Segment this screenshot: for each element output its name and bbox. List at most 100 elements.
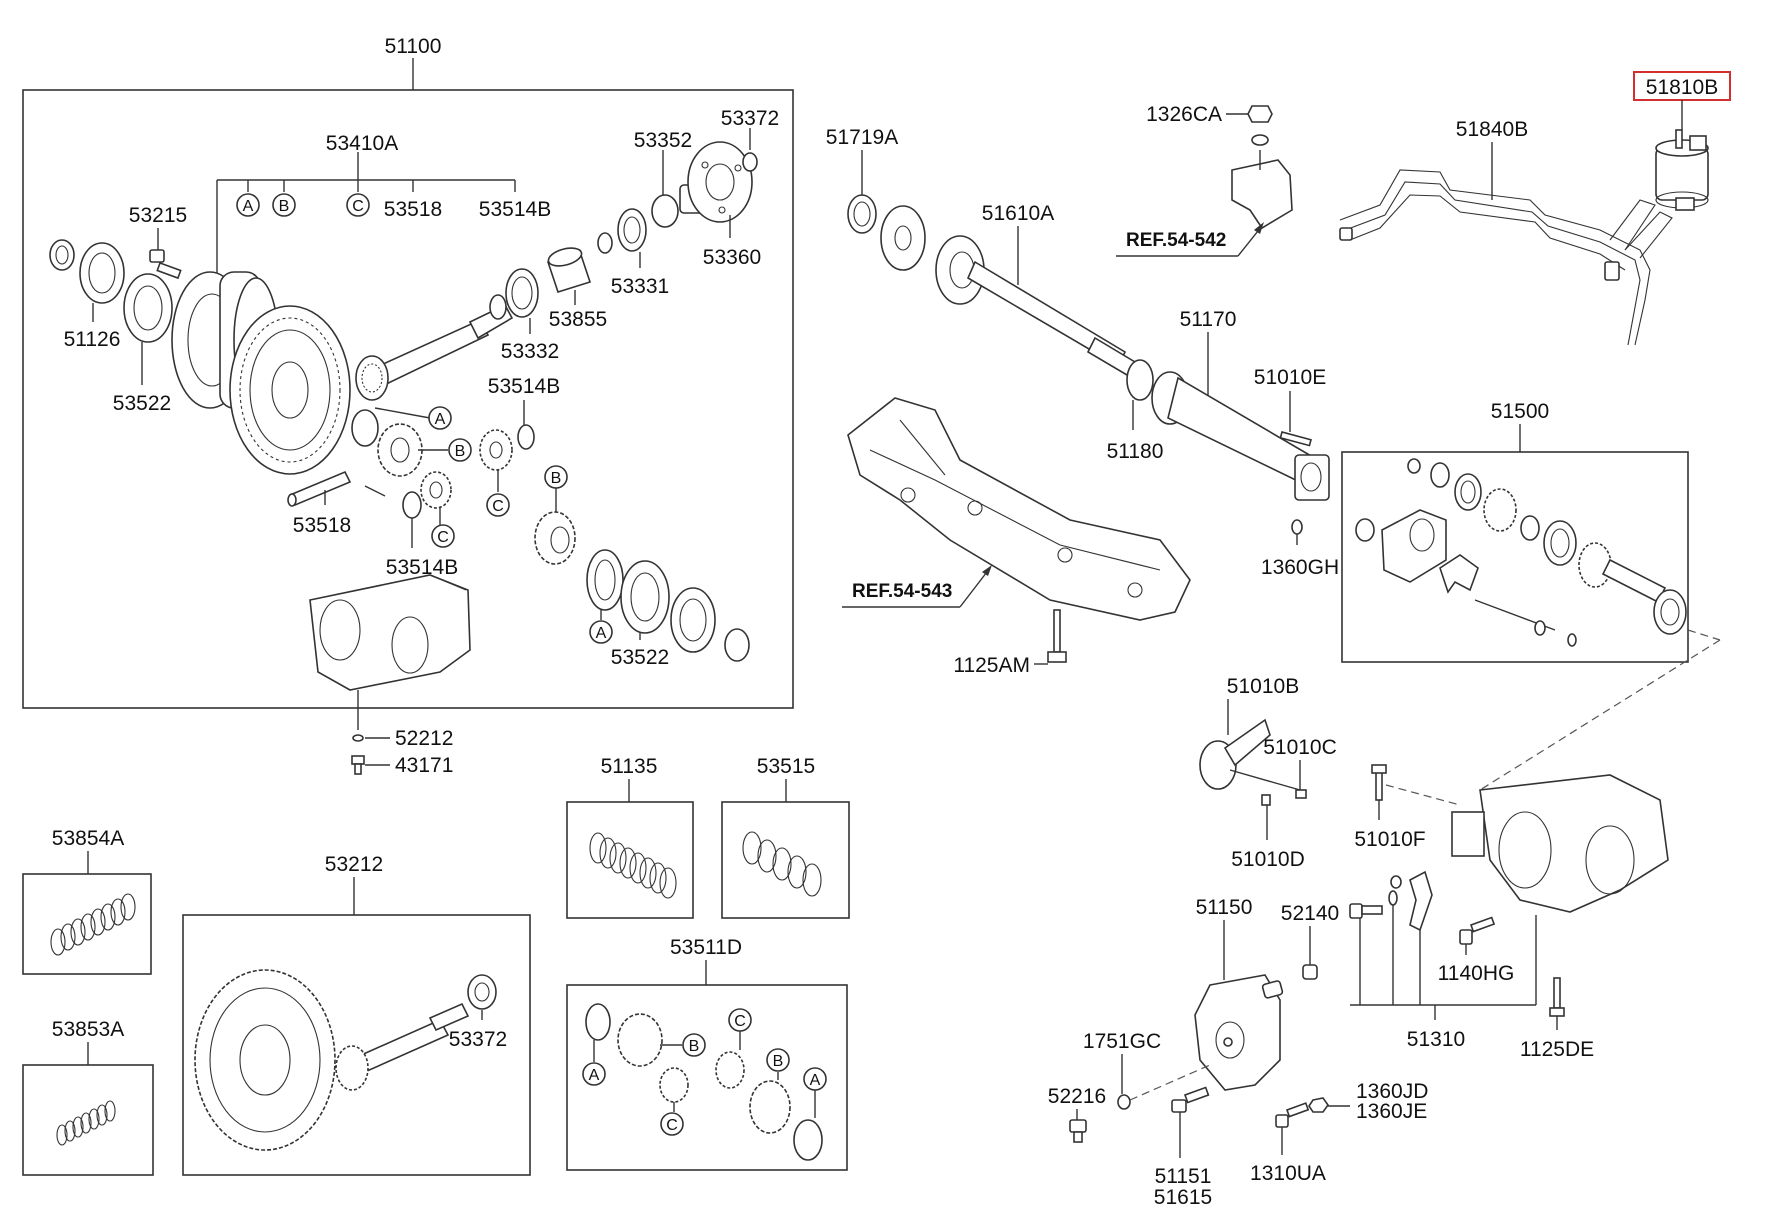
spring-53854A-icon bbox=[50, 893, 136, 956]
callout-a-5: A bbox=[810, 1072, 821, 1089]
callout-b-3: B bbox=[551, 470, 562, 487]
label-53514B-mid[interactable]: 53514B bbox=[488, 375, 560, 398]
label-53372-top[interactable]: 53372 bbox=[721, 107, 779, 130]
ref-54-542[interactable]: REF.54-542 bbox=[1116, 222, 1264, 257]
label-53212[interactable]: 53212 bbox=[325, 853, 383, 876]
ref-54-542-text[interactable]: REF.54-542 bbox=[1126, 230, 1226, 251]
label-51719A[interactable]: 51719A bbox=[826, 126, 898, 149]
plug-52140-icon bbox=[1302, 964, 1318, 980]
label-53518-low[interactable]: 53518 bbox=[293, 514, 351, 537]
differential-cover-icon bbox=[1194, 974, 1281, 1091]
label-52212[interactable]: 52212 bbox=[395, 727, 453, 750]
label-53853A[interactable]: 53853A bbox=[52, 1018, 124, 1041]
mount-bracket-51310-icon bbox=[1409, 870, 1433, 932]
washer-1751GC-icon bbox=[1117, 1094, 1131, 1110]
companion-flange-53360-icon bbox=[679, 141, 753, 223]
label-53372-low[interactable]: 53372 bbox=[449, 1028, 507, 1051]
label-52140[interactable]: 52140 bbox=[1281, 902, 1339, 925]
label-1360JE[interactable]: 1360JE bbox=[1356, 1100, 1427, 1123]
label-51150[interactable]: 51150 bbox=[1196, 896, 1253, 919]
label-53410A[interactable]: 53410A bbox=[326, 132, 398, 155]
bearing-53332-icon bbox=[505, 268, 539, 318]
bolt-51310-icon bbox=[1349, 903, 1383, 919]
label-51010F[interactable]: 51010F bbox=[1354, 828, 1425, 851]
washers-53515-icon bbox=[742, 831, 822, 897]
fastener-52212-icon bbox=[352, 734, 364, 742]
label-1751GC[interactable]: 1751GC bbox=[1083, 1030, 1161, 1053]
ref-54-543[interactable]: REF.54-543 bbox=[842, 565, 992, 608]
bolt-51151-icon bbox=[1171, 1086, 1210, 1113]
bolt-1310UA-icon bbox=[1275, 1102, 1310, 1128]
bolt-53215-icon bbox=[149, 249, 182, 280]
label-51615[interactable]: 51615 bbox=[1154, 1186, 1212, 1209]
group-51135: 51135 bbox=[566, 755, 694, 919]
group-51500: 51500 bbox=[1341, 400, 1689, 663]
washer-1360GH-icon bbox=[1291, 519, 1303, 535]
thrust-washer-icon bbox=[351, 409, 379, 447]
label-1140HG[interactable]: 1140HG bbox=[1438, 962, 1515, 985]
label-53514B-low[interactable]: 53514B bbox=[386, 556, 458, 579]
label-1326CA[interactable]: 1326CA bbox=[1146, 103, 1222, 126]
callout-b: B bbox=[279, 198, 290, 215]
nut-53372-icon-2 bbox=[467, 974, 497, 1010]
callout-c-2: C bbox=[492, 498, 504, 515]
ref-54-543-text[interactable]: REF.54-543 bbox=[852, 581, 952, 602]
label-51100[interactable]: 51100 bbox=[385, 35, 442, 58]
label-1125DE[interactable]: 1125DE bbox=[1520, 1038, 1594, 1061]
callout-b-4: B bbox=[689, 1038, 700, 1055]
label-53522-left[interactable]: 53522 bbox=[113, 392, 171, 415]
callout-a-3: A bbox=[596, 625, 607, 642]
label-53215[interactable]: 53215 bbox=[129, 204, 187, 227]
label-53854A[interactable]: 53854A bbox=[52, 827, 124, 850]
label-53332[interactable]: 53332 bbox=[501, 340, 559, 363]
bearing-53522-icon bbox=[123, 273, 173, 343]
label-51810B[interactable]: 51810B bbox=[1646, 76, 1718, 99]
washer-icon bbox=[597, 232, 613, 254]
label-51010D[interactable]: 51010D bbox=[1231, 848, 1305, 871]
seal-small-2-icon bbox=[724, 628, 750, 662]
group-53515: 53515 bbox=[721, 755, 850, 919]
label-51010B[interactable]: 51010B bbox=[1227, 675, 1299, 698]
label-53518-top[interactable]: 53518 bbox=[384, 198, 442, 221]
label-1360GH[interactable]: 1360GH bbox=[1261, 556, 1339, 579]
o-ring-51180-icon bbox=[1126, 359, 1154, 401]
pinion-shaft-53518-icon bbox=[287, 470, 386, 507]
side-gear-b-icon bbox=[377, 423, 423, 477]
callout-c-5: C bbox=[734, 1013, 746, 1030]
group-53511D: 53511D A B C C B A bbox=[566, 936, 848, 1171]
label-53331[interactable]: 53331 bbox=[611, 275, 669, 298]
label-53360[interactable]: 53360 bbox=[703, 246, 761, 269]
bolt-1125AM-icon bbox=[1047, 609, 1067, 663]
label-51840B[interactable]: 51840B bbox=[1456, 118, 1528, 141]
label-1360JD[interactable]: 1360JD bbox=[1356, 1080, 1428, 1103]
label-53514B-top[interactable]: 53514B bbox=[479, 198, 551, 221]
bearing-53522-low-icon bbox=[620, 560, 670, 634]
label-51010E[interactable]: 51010E bbox=[1254, 366, 1326, 389]
label-51180[interactable]: 51180 bbox=[1107, 440, 1164, 463]
label-1310UA[interactable]: 1310UA bbox=[1250, 1162, 1326, 1185]
label-51500[interactable]: 51500 bbox=[1491, 400, 1549, 423]
label-51126[interactable]: 51126 bbox=[64, 328, 121, 351]
label-51135[interactable]: 51135 bbox=[601, 755, 658, 778]
ring-51500-c-icon bbox=[1520, 515, 1540, 541]
label-52216[interactable]: 52216 bbox=[1048, 1085, 1106, 1108]
label-53515[interactable]: 53515 bbox=[757, 755, 815, 778]
label-53855[interactable]: 53855 bbox=[549, 308, 607, 331]
bolt-43171-icon bbox=[351, 755, 365, 775]
label-51151[interactable]: 51151 bbox=[1155, 1165, 1212, 1188]
label-53522-low[interactable]: 53522 bbox=[611, 646, 669, 669]
callout-c-3: C bbox=[437, 529, 449, 546]
washer-53514B-icon bbox=[517, 424, 535, 450]
label-1125AM[interactable]: 1125AM bbox=[953, 654, 1030, 677]
seal-large-icon bbox=[670, 587, 716, 653]
group-53853A: 53853A bbox=[22, 1018, 154, 1176]
label-51170[interactable]: 51170 bbox=[1180, 308, 1237, 331]
label-51010C[interactable]: 51010C bbox=[1263, 736, 1337, 759]
label-53352[interactable]: 53352 bbox=[634, 129, 692, 152]
side-gear-icon bbox=[534, 511, 576, 565]
label-51310[interactable]: 51310 bbox=[1407, 1028, 1465, 1051]
label-53511D[interactable]: 53511D bbox=[670, 936, 742, 959]
label-51610A[interactable]: 51610A bbox=[982, 202, 1054, 225]
output-shaft-icon bbox=[1578, 542, 1687, 635]
label-43171[interactable]: 43171 bbox=[395, 754, 453, 777]
